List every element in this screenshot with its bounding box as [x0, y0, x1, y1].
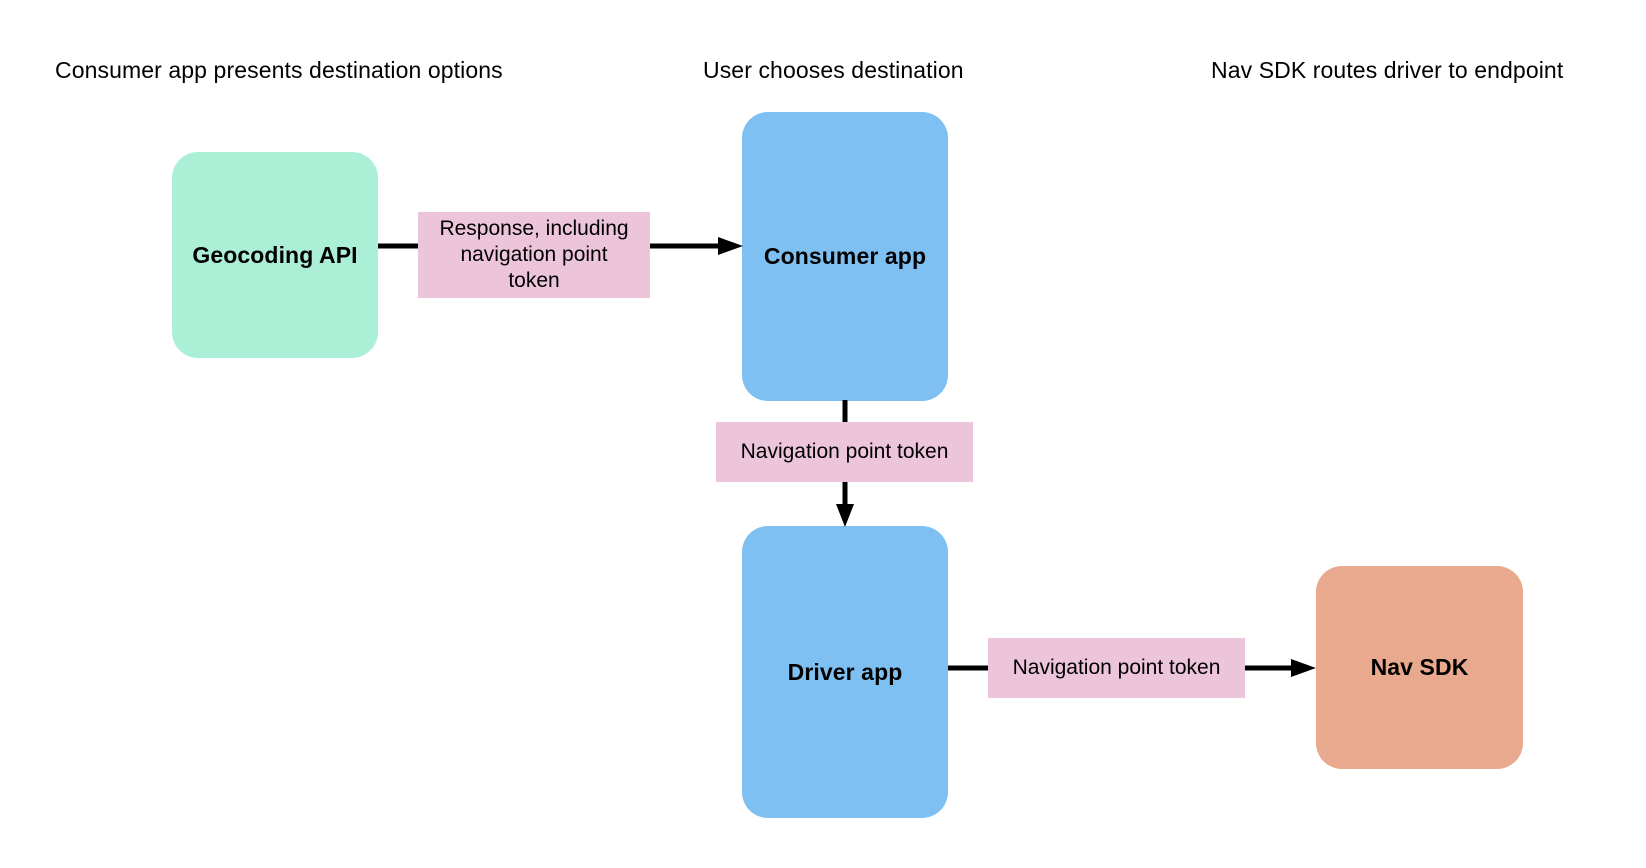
node-driver-app[interactable]: Driver app — [742, 526, 948, 818]
column-heading-user: User chooses destination — [703, 57, 964, 83]
edge-label-response-including-navigation-point-token: Response, including navigation point tok… — [418, 212, 650, 298]
edge-label-line-3: token — [508, 269, 560, 292]
node-geocoding-api[interactable]: Geocoding API — [172, 152, 378, 358]
node-nav-sdk[interactable]: Nav SDK — [1316, 566, 1523, 769]
node-consumer-app[interactable]: Consumer app — [742, 112, 948, 401]
node-nav-sdk-label: Nav SDK — [1370, 654, 1469, 680]
edge-label-line-2: navigation point — [460, 243, 608, 266]
column-heading-nav-sdk: Nav SDK routes driver to endpoint — [1211, 57, 1564, 83]
edge-label-response-token-text: Response, including navigation point tok… — [439, 216, 628, 294]
column-heading-consumer: Consumer app presents destination option… — [55, 57, 503, 83]
node-driver-app-label: Driver app — [787, 658, 903, 685]
node-consumer-app-label: Consumer app — [763, 243, 927, 269]
edge-label-line-1: Response, including — [439, 217, 629, 240]
node-geocoding-api-label: Geocoding API — [192, 241, 358, 268]
edge-label-navigation-point-token-consumer-driver: Navigation point token — [716, 422, 973, 482]
edge-label-navigation-point-token-driver-navsdk: Navigation point token — [988, 638, 1245, 698]
